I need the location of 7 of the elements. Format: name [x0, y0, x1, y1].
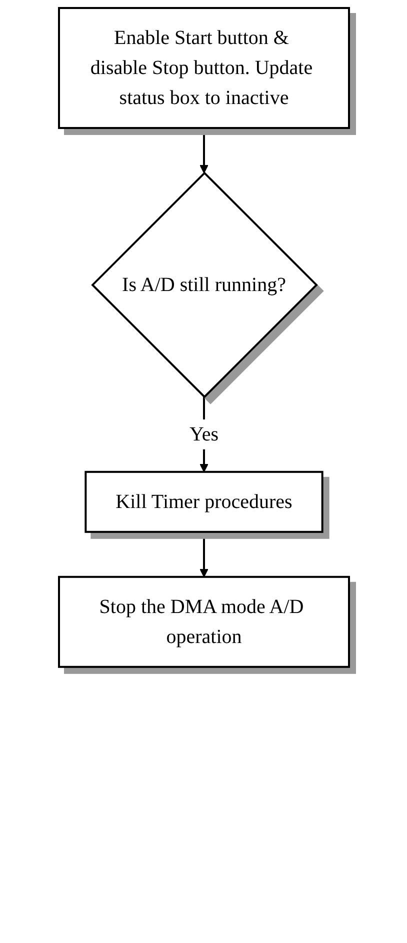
node-box: Enable Start button & disable Stop button. Update status box to inactive — [58, 7, 350, 129]
node-diamond: Is A/D still running? — [90, 172, 318, 398]
arrow — [199, 128, 208, 174]
node-box: Kill Timer procedures — [84, 470, 323, 533]
edge-label: Yes — [188, 423, 218, 446]
node-box: Stop the DMA mode A/D operation — [58, 576, 350, 668]
arrow — [199, 532, 208, 578]
